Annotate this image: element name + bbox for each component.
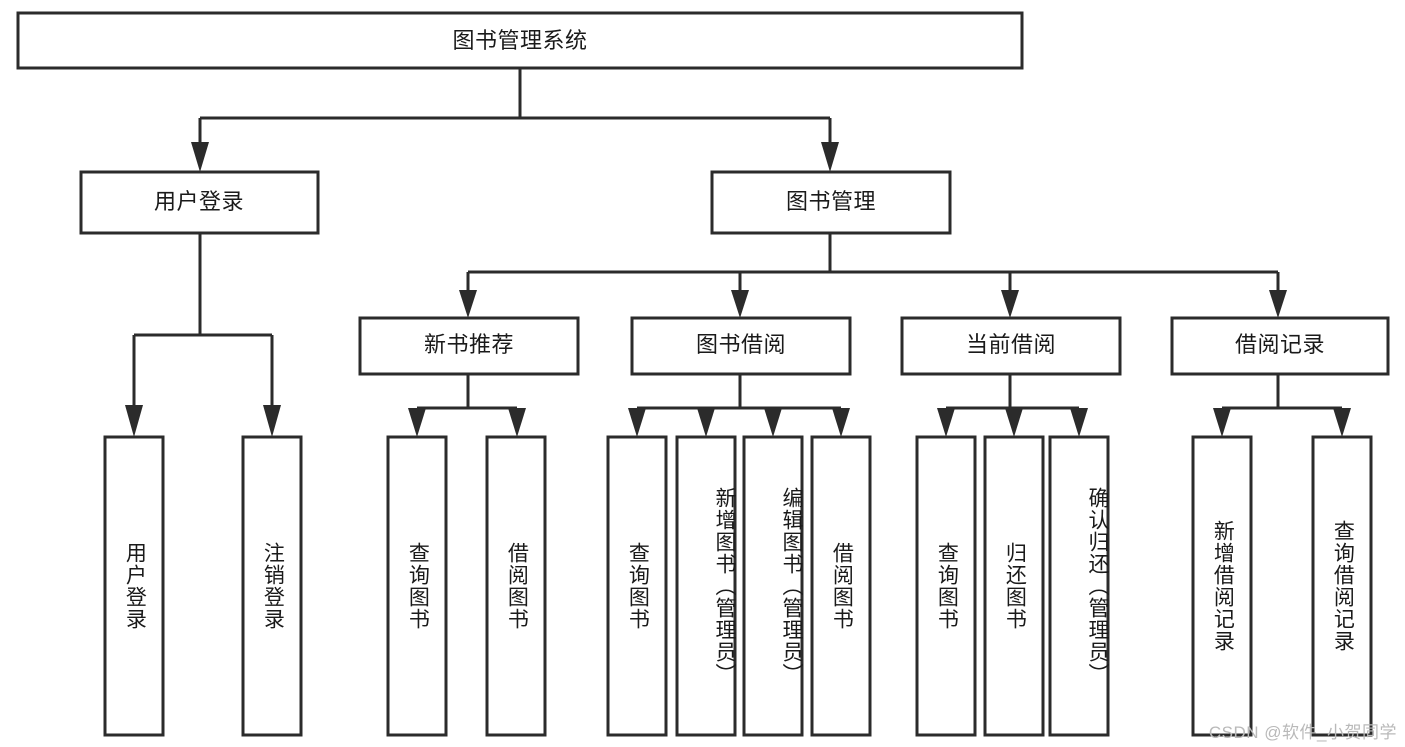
arrow-head-icon [1269, 290, 1287, 318]
connector-group-current [937, 374, 1088, 437]
node-book-borrow-label: 图书借阅 [696, 332, 786, 357]
node-user-login-label: 用户登录 [154, 189, 244, 214]
connector-group-root [191, 68, 839, 172]
arrow-head-icon [1005, 408, 1023, 437]
leaf-box-add-book-admin[interactable] [675, 435, 737, 737]
node-current-borrow-label: 当前借阅 [966, 332, 1056, 357]
connector-group-records [1213, 374, 1351, 437]
watermark-text: CSDN @软件_小贺同学 [1208, 723, 1397, 742]
leaf-box-query-book-current[interactable] [915, 435, 977, 737]
arrow-head-icon [459, 290, 477, 318]
leaf-box-add-borrow-record[interactable] [1191, 435, 1253, 737]
node-current-borrow[interactable]: 当前借阅 [900, 316, 1122, 376]
node-user-login-box[interactable] [79, 170, 320, 235]
connector-group-borrow [628, 374, 850, 437]
arrow-head-icon [832, 408, 850, 437]
arrow-head-icon [1333, 408, 1351, 437]
leaf-box-return-book[interactable] [983, 435, 1045, 737]
node-book-management-box[interactable] [710, 170, 952, 235]
arrow-head-icon [508, 408, 526, 437]
node-new-book-recommend-label: 新书推荐 [424, 332, 514, 357]
node-user-login[interactable]: 用户登录 [79, 170, 320, 235]
arrow-head-icon [937, 408, 955, 437]
node-book-management[interactable]: 图书管理 [710, 170, 952, 235]
arrow-head-icon [731, 290, 749, 318]
node-book-management-label: 图书管理 [786, 189, 876, 214]
arrow-head-icon [764, 408, 782, 437]
node-new-book-recommend[interactable]: 新书推荐 [358, 316, 580, 376]
node-book-borrow-box[interactable] [630, 316, 852, 376]
leaf-boxes-group [103, 435, 1373, 737]
arrow-head-icon [628, 408, 646, 437]
arrow-head-icon [1213, 408, 1231, 437]
arrow-head-icon [125, 405, 143, 437]
leaf-box-user-login[interactable] [103, 435, 165, 737]
arrow-head-icon [1001, 290, 1019, 318]
node-borrow-records[interactable]: 借阅记录 [1170, 316, 1390, 376]
arrow-head-icon [821, 142, 839, 172]
arrow-head-icon [697, 408, 715, 437]
leaf-box-query-borrow-record[interactable] [1311, 435, 1373, 737]
node-book-borrow[interactable]: 图书借阅 [630, 316, 852, 376]
leaf-box-query-book-rec[interactable] [386, 435, 448, 737]
leaf-box-query-book-borrow[interactable] [606, 435, 668, 737]
arrow-head-icon [191, 142, 209, 172]
node-borrow-records-box[interactable] [1170, 316, 1390, 376]
leaf-box-confirm-return-admin[interactable] [1048, 435, 1110, 737]
arrow-head-icon [408, 408, 426, 437]
connector-group-userlogin [125, 233, 281, 437]
connector-group-newbook [408, 374, 526, 437]
node-root-box[interactable] [16, 11, 1024, 70]
arrow-head-icon [263, 405, 281, 437]
node-root[interactable]: 图书管理系统 [16, 11, 1024, 70]
node-root-label: 图书管理系统 [452, 28, 587, 53]
leaf-box-edit-book-admin[interactable] [742, 435, 804, 737]
node-borrow-records-label: 借阅记录 [1235, 332, 1325, 357]
connector-group-bookmgmt [459, 233, 1287, 318]
leaf-box-logout[interactable] [241, 435, 303, 737]
leaf-box-borrow-book[interactable] [810, 435, 872, 737]
leaf-box-borrow-book-rec[interactable] [485, 435, 547, 737]
node-current-borrow-box[interactable] [900, 316, 1122, 376]
arrow-head-icon [1070, 408, 1088, 437]
node-new-book-recommend-box[interactable] [358, 316, 580, 376]
